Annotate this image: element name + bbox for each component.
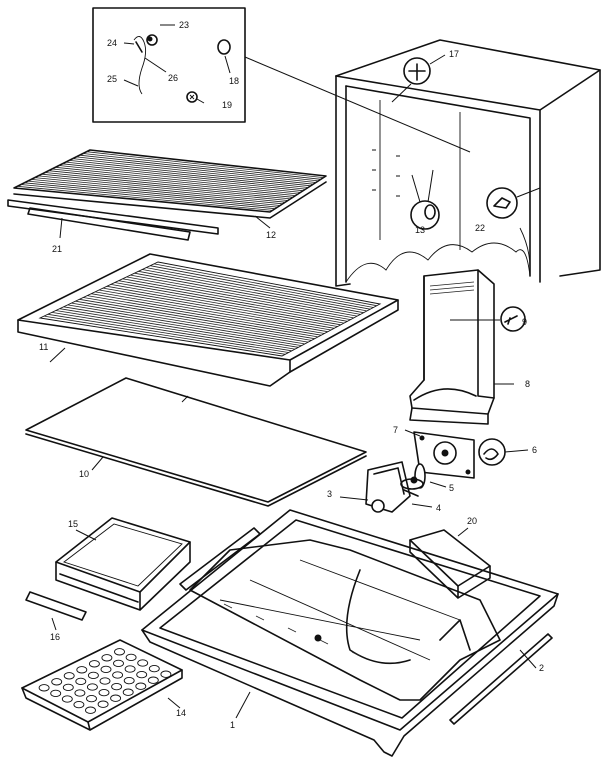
ice-cube-cell [97,700,109,708]
glass-shelf [25,377,367,507]
inset-detail [92,7,246,123]
callout-9: 9 [522,317,527,327]
callout-22: 22 [475,223,485,233]
callout-15: 15 [68,519,78,529]
ice-tray [21,639,183,731]
ice-cube-cell [101,654,113,662]
ice-cube-cell [113,659,124,668]
ice-cube-cell [73,700,85,709]
ice-cube-cell [50,689,62,698]
ice-cube-cell [124,665,136,673]
ice-cube-cell [38,684,50,692]
ice-cube-cell [110,694,122,702]
callout-16: 16 [50,632,60,642]
callout-26: 26 [168,73,178,83]
ice-cube-cell [75,677,87,686]
callout-6: 6 [532,445,537,455]
ice-cube-cell [51,678,63,686]
ice-cube-cell [76,666,88,674]
callout-17: 17 [449,49,459,59]
ice-cube-cell [114,648,125,656]
callout-14: 14 [176,708,186,718]
callout-25: 25 [107,74,117,84]
ice-cube-cell [99,677,111,685]
ice-cube-cell [61,695,73,703]
ice-cube-cell [98,688,110,697]
ice-cube-cell [137,659,149,667]
callout-20: 20 [467,516,477,526]
crisper-frame [141,509,559,757]
callout-24: 24 [107,38,117,48]
callout-1: 1 [230,720,235,730]
ice-cube-cell [112,671,124,679]
butter-pan [25,517,191,631]
callout-8: 8 [525,379,530,389]
callout-4: 4 [436,503,441,513]
callout-18: 18 [229,76,239,86]
inset-leader [244,56,471,153]
ice-cube-cell [147,676,159,684]
ice-cube-cell [87,671,99,680]
crisper-cover [17,253,399,387]
ice-cube-cell [123,676,135,685]
ice-cube-cell [136,670,148,679]
callout-23: 23 [179,20,189,30]
part-20 [409,527,491,599]
callout-3: 3 [327,489,332,499]
ice-cube-cell [122,688,134,696]
callout-5: 5 [449,483,454,493]
callout-11: 11 [39,342,48,352]
evaporator-cover [409,269,526,425]
ice-cube-cell [125,653,137,662]
ice-cube-cell [85,706,96,714]
callout-21: 21 [52,244,62,254]
ice-cube-cell [148,664,160,673]
ice-cube-cell [86,683,98,691]
callout-19: 19 [222,100,232,110]
ice-cube-cell [135,682,147,690]
ice-cube-cell [74,689,86,697]
callout-13: 13 [415,225,425,235]
cabinet [335,39,601,287]
fan-assembly [339,429,529,513]
callout-labels: 23 24 25 26 18 19 17 13 22 12 21 11 9 8 … [39,20,544,730]
ice-cube-cell [160,670,172,678]
wire-shelf [7,149,327,241]
ice-cube-cell [100,665,112,674]
ice-tray-cells [38,648,172,714]
callout-12: 12 [266,230,276,240]
callout-7: 7 [393,425,398,435]
ice-cube-cell [111,682,123,691]
ice-cube-cell [86,694,97,703]
callout-2: 2 [539,663,544,673]
ice-cube-cell [62,683,74,692]
callout-10: 10 [79,469,89,479]
ice-cube-cell [88,660,100,668]
ice-cube-cell [63,672,75,680]
